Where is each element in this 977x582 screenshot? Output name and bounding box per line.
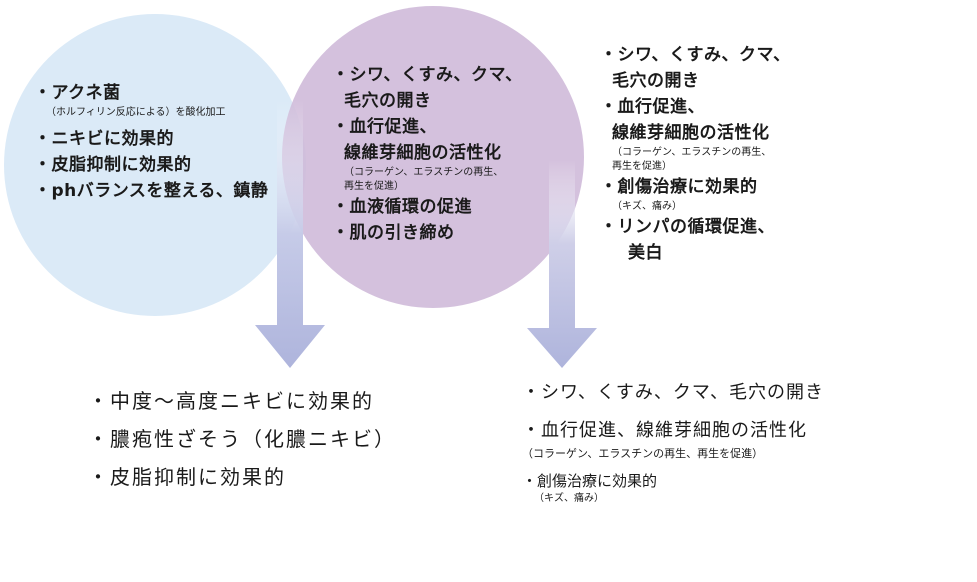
right-item-lymph: ・リンパの循環促進、 [600, 217, 775, 237]
middle-item-blood: ・血液循環の促進 [332, 197, 472, 217]
right-note-3: （キズ、痛み） [612, 201, 682, 212]
bottom-right-list: ・シワ、くすみ、クマ、毛穴の開き ・血行促進、線維芽細胞の活性化 （コラーゲン、… [522, 378, 824, 506]
left-down-arrow [255, 100, 325, 368]
right-item-wound: ・創傷治療に効果的 [600, 177, 758, 197]
left-item-acne-effect: ・ニキビに効果的 [34, 129, 174, 149]
right-note-1: （コラーゲン、エラスチンの再生、 [612, 147, 772, 158]
left-item-acne: ・アクネ菌 [34, 83, 121, 103]
bottom-right-item-2: ・血行促進、線維芽細胞の活性化 [522, 420, 807, 441]
middle-note-2: 再生を促進） [344, 181, 404, 192]
bottom-left-item-3: ・皮脂抑制に効果的 [88, 465, 286, 489]
right-list: ・シワ、くすみ、クマ、 毛穴の開き ・血行促進、 線維芽細胞の活性化 （コラーゲ… [600, 42, 791, 266]
bottom-left-item-1: ・中度～高度ニキビに効果的 [88, 389, 374, 413]
middle-note-1: （コラーゲン、エラスチンの再生、 [344, 167, 504, 178]
right-item-fibroblast: 線維芽細胞の活性化 [612, 123, 770, 143]
left-circle [4, 14, 306, 316]
right-item-circulation: ・血行促進、 [600, 97, 705, 117]
bottom-left-item-2: ・膿疱性ざそう（化膿ニキビ） [88, 427, 396, 451]
left-item-ph: ・phバランスを整える、鎮静 [34, 181, 269, 201]
middle-item-pores: 毛穴の開き [344, 91, 432, 111]
right-down-arrow [527, 160, 597, 368]
bottom-right-note-1: （コラーゲン、エラスチンの再生、再生を促進） [522, 447, 764, 460]
middle-circle [282, 6, 584, 308]
right-note-2: 再生を促進） [612, 161, 672, 172]
middle-item-circulation: ・血行促進、 [332, 117, 437, 137]
right-item-whitening: 美白 [628, 243, 663, 263]
left-list: ・アクネ菌 （ホルフィリン反応による）を酸化加工 ・ニキビに効果的 ・皮脂抑制に… [34, 80, 268, 204]
bottom-left-list: ・中度～高度ニキビに効果的 ・膿疱性ざそう（化膿ニキビ） ・皮脂抑制に効果的 [88, 382, 396, 496]
right-item-wrinkles: ・シワ、くすみ、クマ、 [600, 45, 791, 65]
right-item-pores: 毛穴の開き [612, 71, 700, 91]
bottom-right-item-3: ・創傷治療に効果的 [522, 472, 658, 490]
bottom-right-note-2: （キズ、痛み） [534, 493, 604, 504]
left-note: （ホルフィリン反応による）を酸化加工 [46, 107, 226, 118]
middle-item-tightening: ・肌の引き締め [332, 223, 455, 243]
bottom-right-item-1: ・シワ、くすみ、クマ、毛穴の開き [522, 382, 825, 403]
middle-item-wrinkles: ・シワ、くすみ、クマ、 [332, 65, 523, 85]
left-item-sebum: ・皮脂抑制に効果的 [34, 155, 192, 175]
middle-item-fibroblast: 線維芽細胞の活性化 [344, 143, 502, 163]
middle-list: ・シワ、くすみ、クマ、 毛穴の開き ・血行促進、 線維芽細胞の活性化 （コラーゲ… [332, 62, 523, 246]
